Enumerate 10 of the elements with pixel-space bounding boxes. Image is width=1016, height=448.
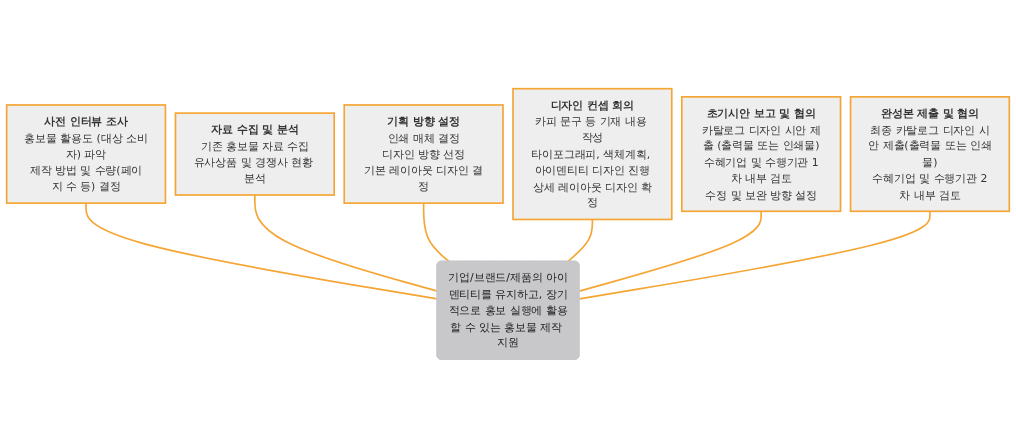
node-box: 기획 방향 설정 인쇄 매체 결정 디자인 방향 선정 기본 레이아웃 디자인 결정	[343, 104, 504, 204]
node-box: 사전 인터뷰 조사 홍보물 활용도 (대상 소비자) 파악 제작 방법 및 수량(페이지 수 등) 결정	[5, 104, 167, 204]
connector	[422, 202, 451, 263]
connector	[578, 210, 931, 300]
connector	[578, 210, 762, 292]
node-box: 초기시안 보고 및 협의 카탈로그 디자인 시안 제출 (출력물 또는 인쇄물) 수혜기업 및 수행기관 1차 내부 검토 수정 및 보완 방향 설정	[680, 95, 842, 213]
connector	[566, 218, 594, 263]
node-box: 자료 수집 및 분석 기존 홍보물 자료 수집 유사상품 및 경쟁사 현황 분석	[174, 112, 336, 196]
node-box: 완성본 제출 및 협의 최종 카탈로그 디자인 시안 제출(출력물 또는 인쇄물) 수혜기업 및 수행기관 2차 내부 검토	[849, 95, 1011, 213]
node-box: 디자인 컨셉 회의 카피 문구 등 기재 내용 작성 타이포그래피, 색체계획, 아이덴티티 디자인 진행 상세 레이아웃 디자인 확정	[512, 87, 673, 221]
